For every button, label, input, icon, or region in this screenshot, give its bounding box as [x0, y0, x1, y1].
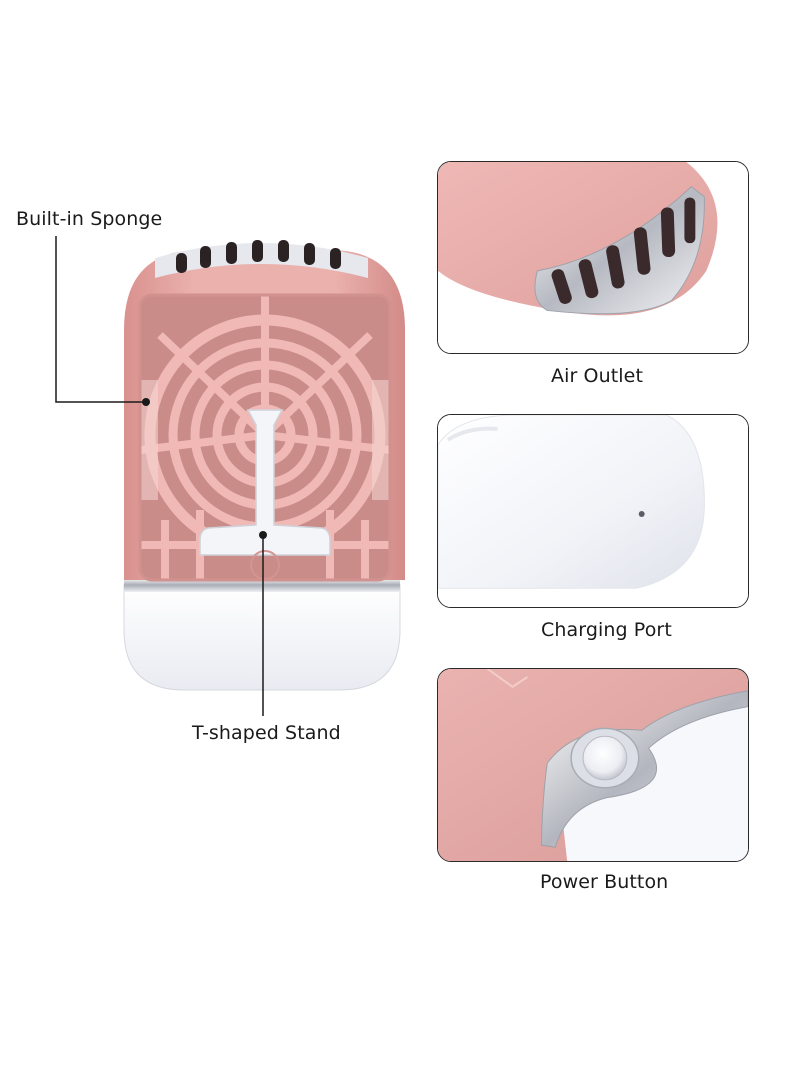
power-button-cap — [582, 735, 628, 781]
t-shaped-stand — [199, 409, 331, 556]
power-button-detail-panel — [437, 668, 749, 862]
charging-port-closeup — [438, 415, 748, 607]
air-outlet-closeup — [438, 162, 748, 353]
sponge-leader-line — [55, 236, 146, 403]
air-outlet-detail-panel — [437, 161, 749, 354]
charging-port-label: Charging Port — [541, 619, 672, 641]
charging-port-detail-panel — [437, 414, 749, 608]
fan-base — [123, 584, 401, 691]
built-in-sponge-label: Built-in Sponge — [16, 208, 163, 230]
power-button-label: Power Button — [540, 871, 669, 893]
air-outlet-label: Air Outlet — [551, 365, 643, 387]
t-shaped-stand-label: T-shaped Stand — [192, 722, 341, 744]
air-outlet-slots — [155, 240, 368, 278]
power-button-closeup — [438, 669, 748, 861]
